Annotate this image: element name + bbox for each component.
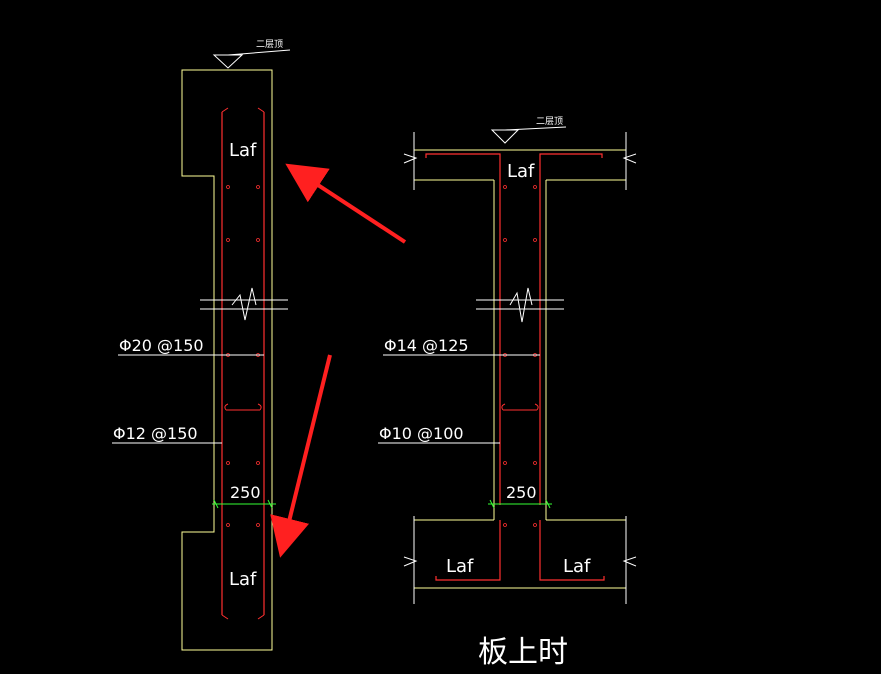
right-rebar-bottom-left xyxy=(435,520,501,581)
left-anchor-label-top: Laf xyxy=(229,140,257,161)
left-thickness-label: 250 xyxy=(230,483,261,502)
left-horizontal-bar-label: Φ12 @150 xyxy=(113,424,198,443)
right-level-symbol: 二层顶 xyxy=(490,116,567,144)
left-level-label: 二层顶 xyxy=(256,39,283,50)
right-rebar-right xyxy=(539,153,603,505)
right-tie-hook xyxy=(501,403,539,411)
left-wall-outline xyxy=(181,69,273,651)
right-rebar-dots xyxy=(503,185,537,527)
annotation-arrow-upper xyxy=(285,163,407,244)
left-tie-hook xyxy=(224,403,262,411)
right-vertical-bar-label: Φ14 @125 xyxy=(384,336,469,355)
annotation-arrow-lower xyxy=(270,354,332,558)
right-rebar-bottom-right xyxy=(539,520,605,581)
left-vertical-bar-label: Φ20 @150 xyxy=(119,336,204,355)
right-anchor-label-bottom-left: Laf xyxy=(446,556,474,577)
right-horizontal-bar-callout: Φ10 @100 xyxy=(378,424,500,444)
left-horizontal-bar-callout: Φ12 @150 xyxy=(112,424,222,444)
right-break-line xyxy=(476,287,564,323)
right-thickness-dimension: 250 xyxy=(488,483,552,509)
right-vertical-bar-callout: Φ14 @125 xyxy=(383,336,540,356)
left-vertical-bar-callout: Φ20 @150 xyxy=(118,336,264,356)
right-horizontal-bar-label: Φ10 @100 xyxy=(379,424,464,443)
left-wall-section: 二层顶 Laf Laf Φ20 @150 xyxy=(112,39,291,651)
drawing-caption: 板上时 xyxy=(478,635,568,670)
right-level-label: 二层顶 xyxy=(536,116,563,127)
left-break-line xyxy=(200,287,288,321)
right-thickness-label: 250 xyxy=(506,483,537,502)
left-thickness-dimension: 250 xyxy=(212,483,276,509)
left-rebar-dots xyxy=(226,185,260,527)
right-rebar-left xyxy=(425,153,501,505)
left-anchor-label-bottom: Laf xyxy=(229,569,257,590)
left-level-symbol: 二层顶 xyxy=(212,39,291,69)
right-anchor-label-top: Laf xyxy=(507,161,535,182)
annotation-arrows xyxy=(270,163,407,558)
right-wall-section: 二层顶 Laf Laf Laf Φ14 @125 xyxy=(378,116,637,604)
right-anchor-label-bottom-right: Laf xyxy=(563,556,591,577)
